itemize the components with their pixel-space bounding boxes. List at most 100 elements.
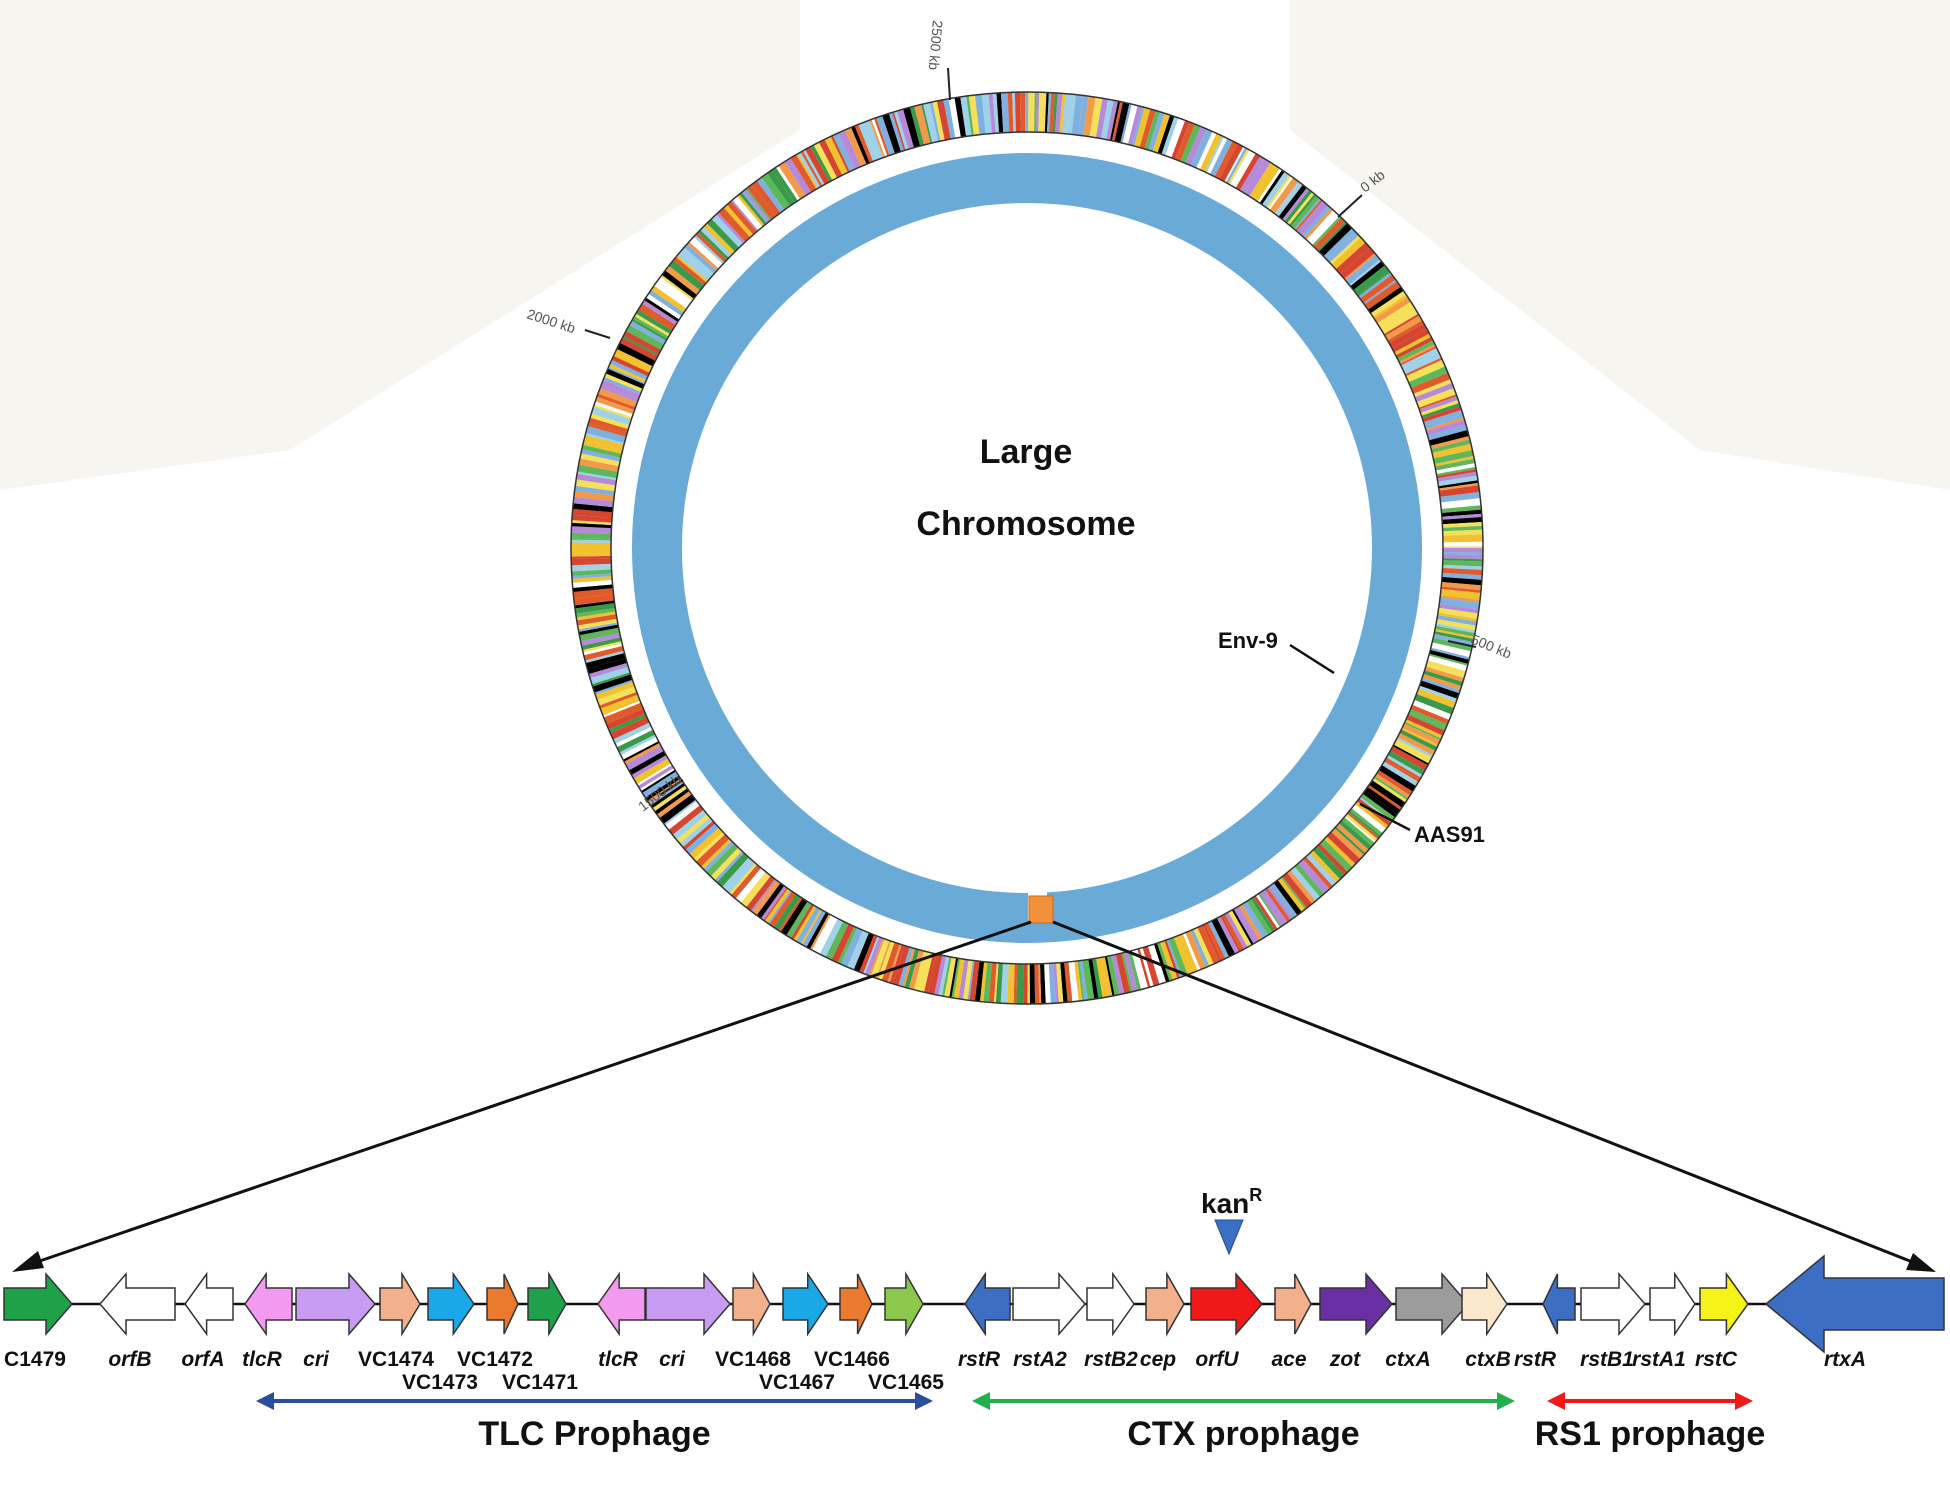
feature-ring-segment — [1180, 124, 1201, 164]
feature-ring-segment — [1381, 761, 1419, 787]
feature-ring-segment — [1405, 357, 1443, 377]
feature-ring-segment — [1168, 937, 1188, 977]
feature-ring-segment — [847, 930, 869, 970]
feature-ring-segment — [1190, 929, 1210, 968]
feature-ring-segment — [1276, 182, 1303, 217]
feature-ring-segment — [815, 916, 838, 955]
gene-label: rstB1 — [1580, 1348, 1634, 1371]
feature-ring-segment — [1408, 712, 1447, 731]
feature-ring-segment — [1427, 655, 1468, 672]
feature-ring-segment — [1252, 165, 1280, 202]
feature-ring-segment — [858, 122, 878, 162]
feature-ring-segment — [1013, 963, 1018, 1004]
feature-ring-segment — [1442, 534, 1483, 543]
feature-ring-segment — [1328, 233, 1359, 263]
feature-ring-segment — [1331, 828, 1365, 860]
feature-ring-segment — [1362, 790, 1398, 818]
feature-ring-segment — [572, 584, 613, 593]
feature-ring-segment — [605, 368, 645, 389]
feature-ring-outer-edge — [570, 91, 1484, 1005]
feature-ring-segment — [1317, 221, 1348, 252]
feature-ring-segment — [572, 576, 613, 583]
feature-ring-segment — [731, 199, 759, 232]
feature-ring-segment — [1173, 935, 1192, 975]
feature-ring-segment — [673, 257, 707, 286]
feature-ring-segment — [1364, 786, 1401, 815]
gene-arrow — [1274, 1273, 1312, 1335]
feature-ring-segment — [1418, 685, 1458, 702]
feature-ring-segment — [1400, 346, 1437, 366]
feature-ring-segment — [595, 681, 635, 700]
feature-ring-segment — [1414, 694, 1454, 715]
feature-ring-segment — [793, 905, 817, 942]
feature-ring-segment — [1035, 92, 1040, 133]
feature-ring-segment — [802, 910, 826, 948]
feature-ring-segment — [993, 962, 999, 1003]
feature-ring-segment — [1331, 237, 1366, 270]
feature-ring-segment — [1405, 359, 1446, 383]
feature-ring-segment — [616, 729, 656, 753]
feature-ring-segment — [1410, 704, 1450, 725]
feature-ring-segment — [1131, 106, 1145, 147]
feature-ring-segment — [1061, 93, 1071, 134]
feature-ring-segment — [965, 960, 973, 1001]
feature-ring-segment — [1220, 915, 1241, 952]
feature-ring-segment — [689, 827, 723, 860]
feature-ring-segment — [1211, 918, 1236, 957]
feature-ring-segment — [1430, 647, 1470, 660]
feature-ring-segment — [882, 113, 901, 154]
gene-label: ctxB — [1465, 1348, 1511, 1371]
feature-ring-segment — [1404, 719, 1443, 739]
feature-ring-segment — [576, 614, 618, 626]
feature-ring-segment — [927, 954, 943, 995]
feature-ring-segment — [1148, 111, 1165, 152]
gene-label: ctxA — [1385, 1348, 1431, 1371]
feature-ring-segment — [1289, 193, 1317, 227]
feature-ring-segment — [1293, 198, 1322, 231]
feature-ring-segment — [573, 593, 615, 606]
feature-ring-segment — [631, 318, 668, 341]
feature-ring-segment — [1185, 126, 1207, 166]
feature-ring-segment — [1282, 187, 1310, 222]
feature-ring-segment — [1089, 97, 1103, 138]
feature-ring-segment — [1338, 820, 1372, 850]
feature-ring-segment — [650, 782, 686, 809]
gene-arrow — [1012, 1271, 1086, 1337]
feature-ring-segment — [571, 522, 612, 529]
feature-ring-segment — [756, 883, 785, 919]
feature-ring-segment — [914, 104, 931, 145]
feature-ring-segment — [840, 927, 863, 968]
feature-ring-segment — [628, 750, 667, 775]
feature-ring-segment — [1028, 92, 1035, 133]
feature-ring-segment — [1348, 810, 1381, 838]
feature-ring-segment — [995, 963, 1003, 1004]
feature-ring-segment — [608, 363, 647, 383]
feature-ring-segment — [1442, 558, 1483, 562]
feature-ring-segment — [1383, 313, 1420, 336]
feature-ring-segment — [1374, 297, 1411, 324]
feature-ring-segment — [578, 458, 620, 472]
feature-ring-segment — [958, 959, 969, 1000]
feature-ring-segment — [675, 255, 709, 283]
feature-ring-segment — [589, 666, 630, 685]
gene-label: orfA — [181, 1348, 224, 1371]
feature-ring-segment — [1442, 560, 1483, 567]
feature-ring-segment — [809, 913, 831, 951]
feature-ring-segment — [750, 878, 777, 912]
feature-ring-segment — [1404, 721, 1442, 741]
feature-ring-segment — [652, 785, 688, 812]
feature-ring-segment — [968, 94, 980, 136]
feature-ring-segment — [693, 831, 726, 862]
feature-ring-segment — [1038, 92, 1047, 133]
feature-ring-segment — [1329, 235, 1361, 265]
feature-ring-segment — [769, 891, 797, 928]
feature-ring-segment — [735, 867, 766, 903]
feature-ring-segment — [923, 102, 939, 143]
feature-ring-segment — [615, 726, 653, 748]
feature-ring-segment — [1238, 904, 1263, 941]
feature-ring-segment — [1111, 954, 1125, 995]
feature-ring-segment — [573, 490, 615, 502]
feature-ring-segment — [1394, 333, 1432, 356]
feature-ring-segment — [693, 234, 725, 265]
feature-ring-segment — [626, 324, 665, 350]
